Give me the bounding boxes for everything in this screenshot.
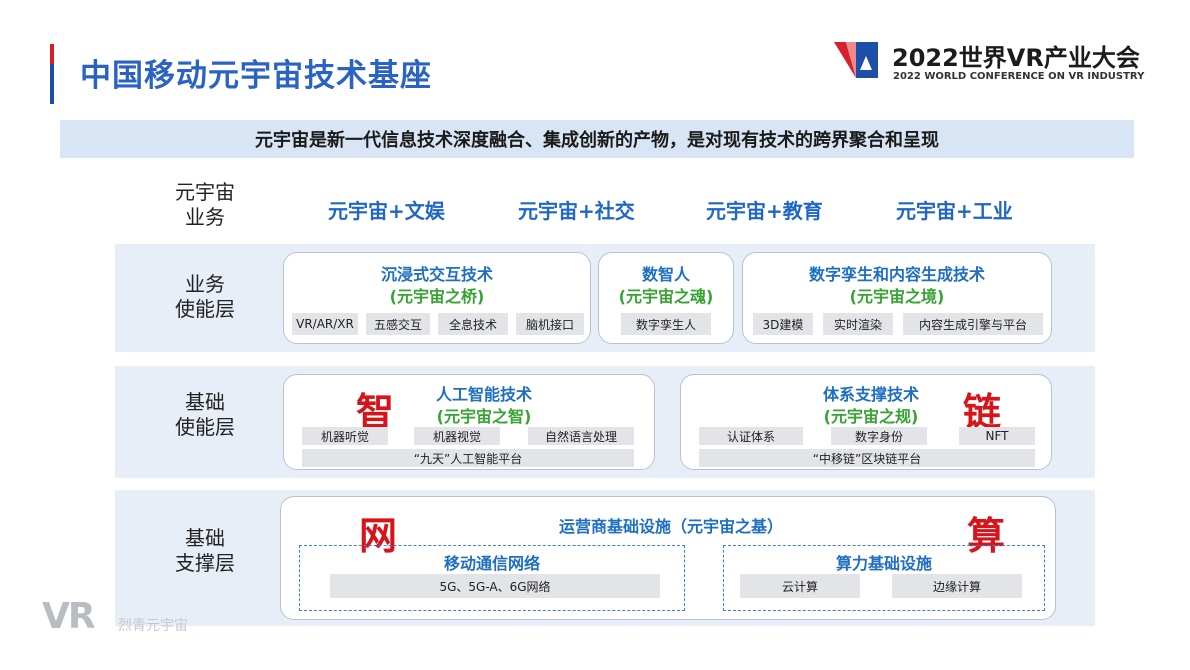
chip: 实时渲染	[823, 313, 893, 335]
card-digital-human: 数智人 (元宇宙之魂) 数字孪生人	[598, 252, 734, 344]
chip: 脑机接口	[516, 313, 584, 335]
card-immersive-interaction: 沉浸式交互技术 (元宇宙之桥) VR/AR/XR 五感交互 全息技术 脑机接口	[283, 252, 591, 344]
title-accent-bar	[50, 44, 54, 104]
row-label-base-enable: 基础 使能层	[175, 390, 235, 439]
vr-conference-logo-icon	[834, 42, 878, 78]
chip: 机器听觉	[302, 427, 388, 445]
card-system-support: 体系支撑技术 (元宇宙之规) 链 认证体系 数字身份 NFT “中移链”区块链平…	[680, 374, 1052, 470]
platform-chip: “九天”人工智能平台	[302, 449, 634, 467]
row-label-business: 元宇宙 业务	[175, 180, 235, 229]
chip: 自然语言处理	[528, 427, 634, 445]
business-item-industry: 元宇宙+工业	[896, 199, 1013, 223]
char-chain: 链	[963, 389, 1002, 434]
chip: 边缘计算	[892, 574, 1022, 598]
char-compute: 算	[967, 513, 1006, 558]
chip: 3D建模	[753, 313, 813, 335]
char-network: 网	[359, 513, 398, 558]
conference-logo: 2022世界VR产业大会 2022 WORLD CONFERENCE ON VR…	[832, 38, 1152, 88]
chip: 云计算	[740, 574, 860, 598]
chip: 认证体系	[699, 427, 803, 445]
logo-subtitle: 2022 WORLD CONFERENCE ON VR INDUSTRY	[893, 71, 1145, 82]
infrastructure-title: 运营商基础设施（元宇宙之基）	[558, 517, 783, 536]
chip: 五感交互	[366, 313, 430, 335]
chip: 5G、5G-A、6G网络	[330, 574, 660, 598]
business-item-education: 元宇宙+教育	[706, 199, 823, 223]
chip: 数字身份	[831, 427, 927, 445]
card-ai-technology: 智 人工智能技术 (元宇宙之智) 机器听觉 机器视觉 自然语言处理 “九天”人工…	[283, 374, 655, 470]
chip: 数字孪生人	[621, 313, 711, 335]
page-title: 中国移动元宇宙技术基座	[80, 58, 432, 94]
business-item-social: 元宇宙+社交	[518, 199, 635, 223]
chip: VR/AR/XR	[292, 313, 358, 335]
logo-title: 2022世界VR产业大会	[892, 44, 1140, 72]
chip: 全息技术	[438, 313, 508, 335]
row-label-base-support: 基础 支撑层	[175, 526, 235, 575]
compute-box: 算力基础设施 云计算 边缘计算	[723, 545, 1045, 611]
business-item-entertainment: 元宇宙+文娱	[328, 199, 445, 223]
chip: 内容生成引擎与平台	[903, 313, 1043, 335]
watermark-text: 烈青元宇宙	[118, 618, 188, 634]
row-label-business-enable: 业务 使能层	[175, 272, 235, 321]
card-digital-twin: 数字孪生和内容生成技术 (元宇宙之境) 3D建模 实时渲染 内容生成引擎与平台	[742, 252, 1052, 344]
chip: 机器视觉	[414, 427, 500, 445]
platform-chip: “中移链”区块链平台	[699, 449, 1035, 467]
watermark-logo: VR	[42, 596, 96, 637]
card-operator-infrastructure: 网 运营商基础设施（元宇宙之基） 算 移动通信网络 5G、5G-A、6G网络 算…	[280, 496, 1056, 620]
summary-banner: 元宇宙是新一代信息技术深度融合、集成创新的产物，是对现有技术的跨界聚合和呈现	[60, 120, 1134, 158]
network-box: 移动通信网络 5G、5G-A、6G网络	[299, 545, 685, 611]
chip: NFT	[959, 427, 1035, 445]
char-intelligence: 智	[356, 389, 395, 434]
